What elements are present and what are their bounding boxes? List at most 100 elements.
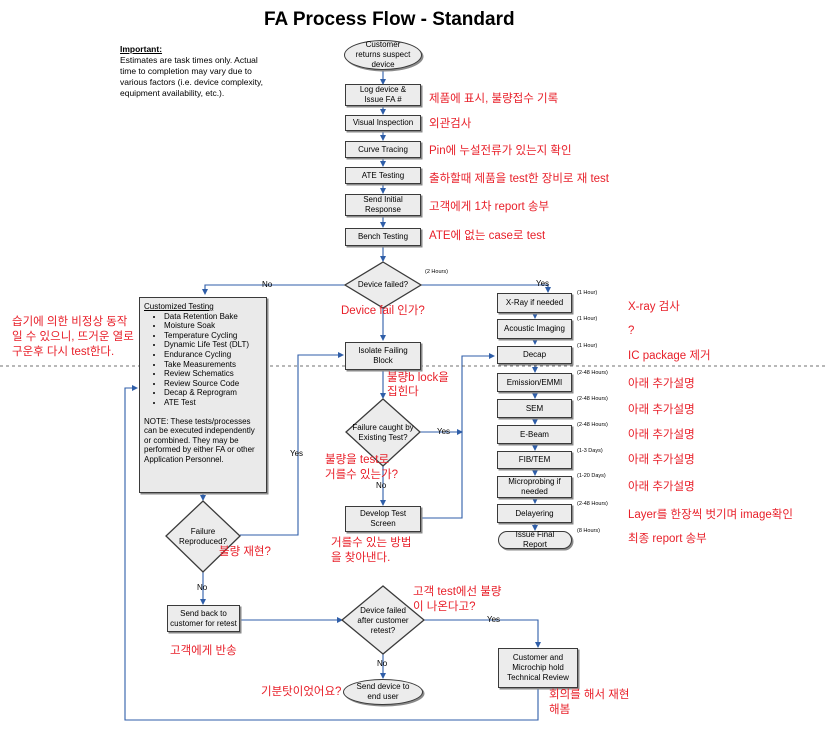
initial-response-step: Send Initial Response <box>345 194 421 216</box>
annotation-final: 최종 report 송부 <box>628 533 707 545</box>
annotation-xray: X-ray 검사 <box>628 301 680 313</box>
failure-reproduced-diamond <box>165 500 241 573</box>
analysis-step-microprobing-if-needed: Microprobing if needed <box>497 476 572 498</box>
annotation-mood: 기분탓이었어요? <box>261 686 342 698</box>
annotation-method: 을 찾아낸다. <box>331 552 391 564</box>
analysis-step-emission-emmi: Emission/EMMI <box>497 373 572 392</box>
yes-label: Yes <box>536 279 550 288</box>
annotation-delayer: Layer를 한장씩 벗기며 image확인 <box>628 509 793 521</box>
annotation-return: 고객에게 반송 <box>170 645 237 657</box>
customized-item: Temperature Cycling <box>164 331 262 341</box>
after-retest-question: Device failed after customer retest? <box>357 606 409 635</box>
analysis-step-acoustic-imaging: Acoustic Imaging <box>497 319 572 339</box>
annotation-block: 집힌다 <box>387 386 419 398</box>
failure-caught-question: Failure caught by Existing Test? <box>352 423 414 442</box>
no-label: No <box>262 280 273 289</box>
annotation-sem: 아래 추가설명 <box>628 404 695 416</box>
device-failed-question: Device failed? <box>357 280 409 289</box>
analysis-step-label: SEM <box>525 403 544 413</box>
analysis-hours: (2-48 Hours) <box>577 422 608 428</box>
after-retest-diamond <box>340 585 426 655</box>
analysis-step-sem: SEM <box>497 399 572 418</box>
analysis-step-label: Delayering <box>515 508 554 518</box>
annotation-bench: ATE에 없는 case로 test <box>429 230 546 242</box>
no-label: No <box>197 583 208 592</box>
annotation-device-fail: Device fail 인가? <box>341 305 425 317</box>
analysis-step-e-beam: E-Beam <box>497 425 572 444</box>
important-line: various factors (i.e. device complexity, <box>120 77 263 87</box>
analysis-step-fib-tem: FIB/TEM <box>497 451 572 469</box>
analysis-step-label: X-Ray if needed <box>505 298 564 307</box>
annotation-reproduce: 불량 재현? <box>219 546 271 558</box>
customized-note: NOTE: These tests/processes can be execu… <box>144 416 255 464</box>
analysis-step-label: FIB/TEM <box>518 455 551 464</box>
send-back-step: Send back to customer for retest <box>167 605 240 632</box>
customized-item: Data Retention Bake <box>164 312 262 322</box>
analysis-hours: (2-48 Hours) <box>577 370 608 376</box>
analysis-step-label: Issue Final Report <box>515 530 555 549</box>
annotation-ebeam: 아래 추가설명 <box>628 429 695 441</box>
annotation-visual: 외관검사 <box>429 118 472 130</box>
device-failed-hours: (2 Hours) <box>425 269 448 275</box>
no-label: No <box>377 659 388 668</box>
analysis-step-label: Emission/EMMI <box>506 377 563 387</box>
annotation-method: 거를수 있는 방법 <box>331 537 412 549</box>
annotation-acoustic: ? <box>628 325 635 337</box>
annotation-log: 제품에 표시, 불량접수 기록 <box>429 93 559 105</box>
bench-testing-step: Bench Testing <box>345 228 421 246</box>
device-failed-diamond <box>343 261 423 309</box>
annotation-catch: 불량을 test로 <box>325 454 390 466</box>
failure-reproduced-question: Failure Reproduced? <box>178 527 228 546</box>
annotation-customer: 이 나온다고? <box>413 601 476 613</box>
annotation-block: 불량b lock을 <box>387 372 449 384</box>
analysis-step-decap: Decap <box>497 346 572 364</box>
annotation-fib: 아래 추가설명 <box>628 454 695 466</box>
customized-item: Review Source Code <box>164 379 262 389</box>
important-note: Important: Estimates are task times only… <box>120 44 290 99</box>
analysis-hours: (1 Hour) <box>577 343 598 349</box>
curve-tracing-step: Curve Tracing <box>345 141 421 158</box>
analysis-hours: (2-48 Hours) <box>577 501 608 507</box>
annotation-curve: Pin에 누설전류가 있는지 확인 <box>429 145 572 157</box>
develop-test-screen-step: Develop Test Screen <box>345 506 421 532</box>
customized-item: Decap & Reprogram <box>164 388 262 398</box>
customized-heading: Customized Testing <box>144 302 214 311</box>
customized-item: ATE Test <box>164 398 262 408</box>
important-line: time to completion may vary due to <box>120 66 252 76</box>
send-end-user-node: Send device to end user <box>343 679 423 705</box>
annotation-customer: 고객 test에선 불량 <box>413 586 502 598</box>
annotation-ate: 출하할때 제품을 test한 장비로 재 test <box>429 173 610 185</box>
important-line: Estimates are task times only. Actual <box>120 55 258 65</box>
customized-list: Data Retention BakeMoisture SoakTemperat… <box>144 312 262 408</box>
technical-review-step: Customer and Microchip hold Technical Re… <box>498 648 578 688</box>
analysis-step-issue-final-report: Issue Final Report <box>498 530 572 549</box>
analysis-step-label: Decap <box>522 350 547 359</box>
annotation-catch: 거를수 있는가? <box>325 469 399 481</box>
customized-item: Endurance Cycling <box>164 350 262 360</box>
analysis-hours: (1 Hour) <box>577 316 598 322</box>
yes-label: Yes <box>290 449 304 458</box>
annotation-moisture: 구운후 다시 test한다. <box>12 346 115 358</box>
customized-testing-box: Customized Testing Data Retention BakeMo… <box>139 297 267 493</box>
annotation-moisture: 일 수 있으니, 뜨거운 열로 <box>12 331 134 343</box>
analysis-hours: (8 Hours) <box>577 528 600 534</box>
important-heading: Important: <box>120 44 163 54</box>
page-title: FA Process Flow - Standard <box>264 9 515 30</box>
annotation-initial: 고객에게 1차 report 송부 <box>429 201 550 213</box>
analysis-hours: (1 Hour) <box>577 290 598 296</box>
analysis-step-label: E-Beam <box>520 429 549 439</box>
analysis-hours: (1-3 Days) <box>577 448 603 454</box>
customized-item: Review Schematics <box>164 369 262 379</box>
annotation-emmi: 아래 추가설명 <box>628 378 695 390</box>
analysis-step-label: Acoustic Imaging <box>504 324 565 333</box>
annotation-moisture: 습기에 의한 비정상 동작 <box>12 316 128 328</box>
annotation-micro: 아래 추가설명 <box>628 481 695 493</box>
yes-label: Yes <box>487 615 501 624</box>
analysis-step-x-ray-if-needed: X-Ray if needed <box>497 293 572 313</box>
no-label: No <box>376 481 387 490</box>
start-node: Customer returns suspect device <box>344 40 422 70</box>
visual-inspection-step: Visual Inspection <box>345 115 421 131</box>
yes-label: Yes <box>437 427 451 436</box>
customized-item: Take Measurements <box>164 360 262 370</box>
